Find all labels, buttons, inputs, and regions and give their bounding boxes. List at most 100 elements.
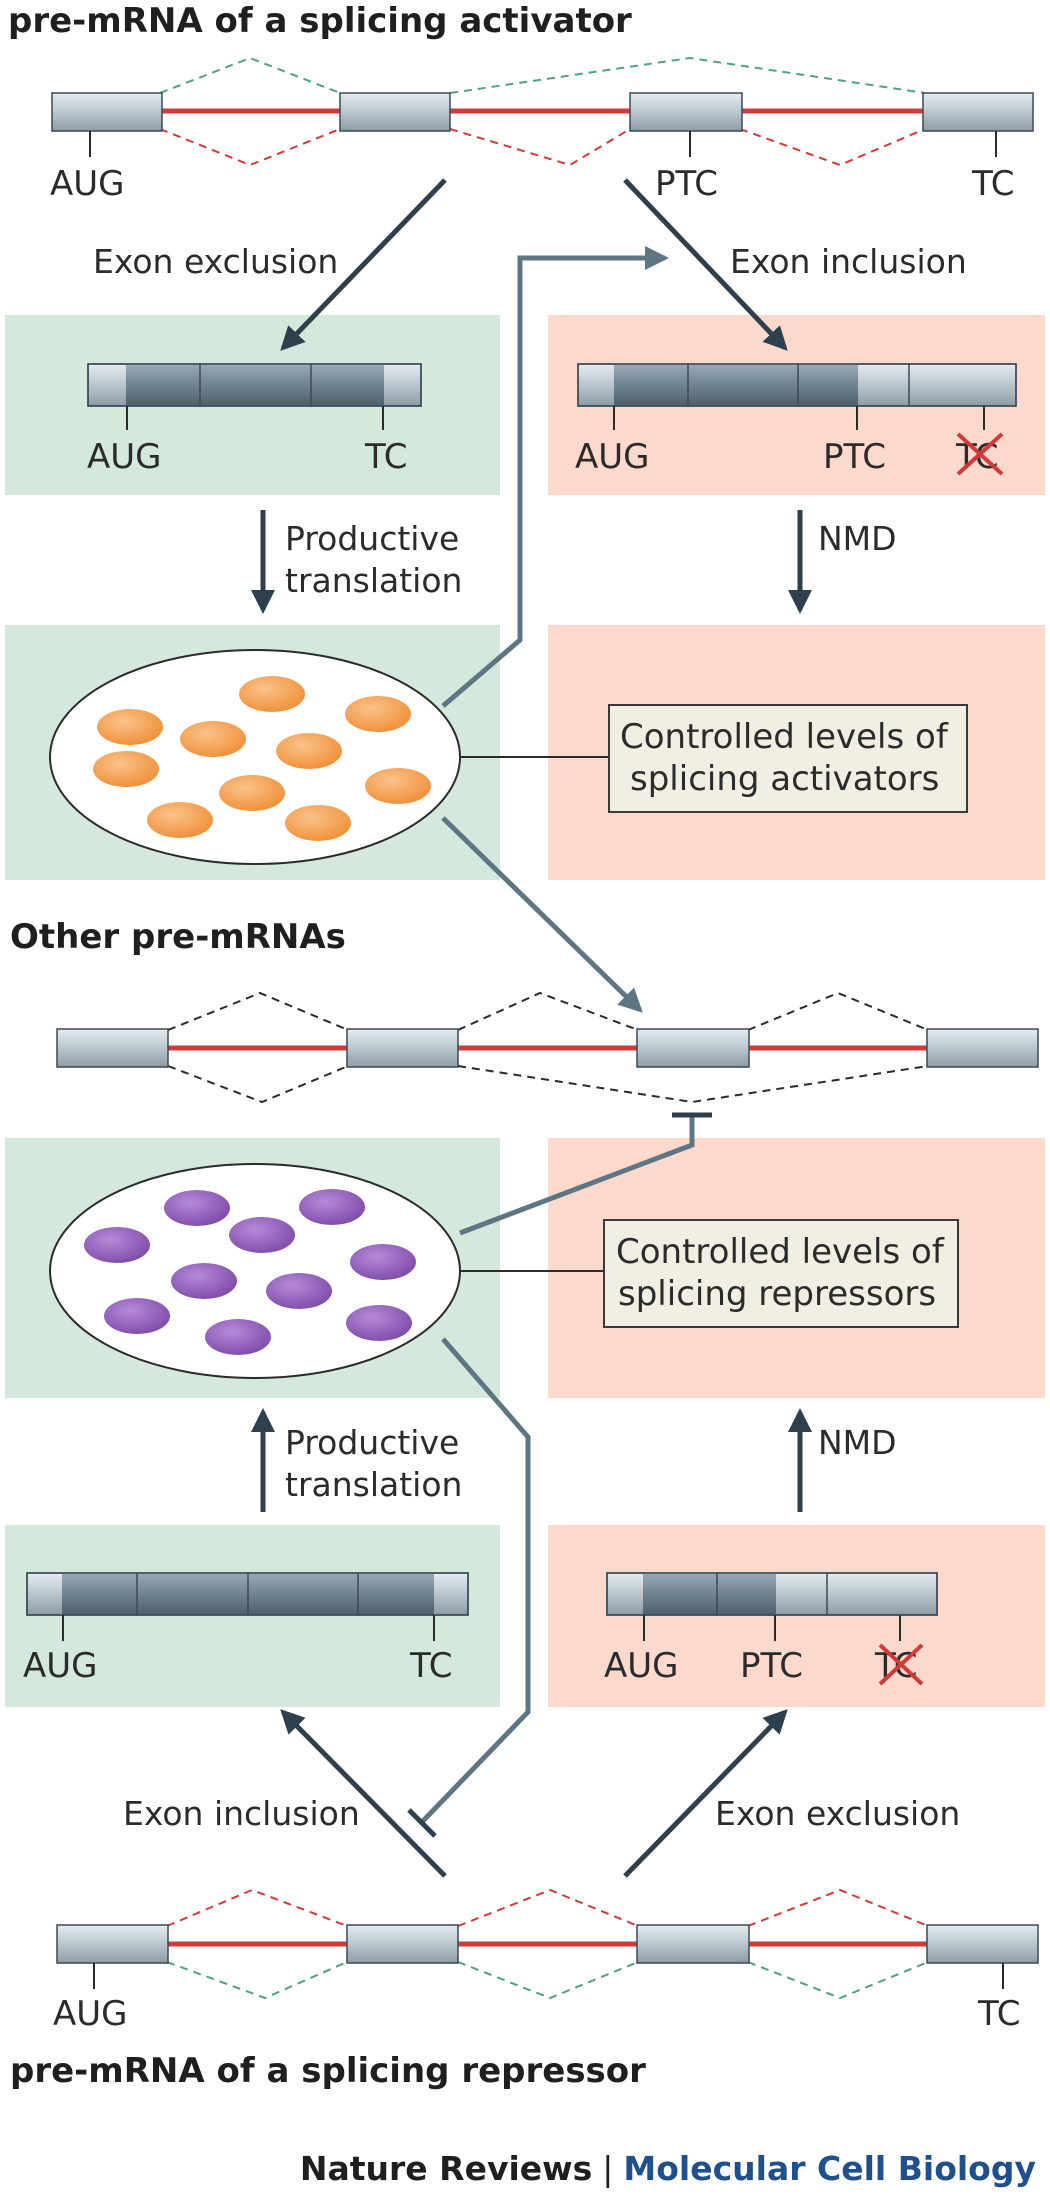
repressor-feedback-line (420, 1337, 531, 1824)
aug-label: AUG (575, 437, 650, 477)
panel-repressor-inclusion (5, 1525, 500, 1707)
ptc-label: PTC (740, 1646, 803, 1686)
exclusion-splice-line (166, 1961, 348, 2000)
exon-poison (629, 92, 743, 132)
exclusion-splice-line (739, 128, 926, 167)
splicing-activator-protein (276, 733, 342, 769)
exon (51, 92, 163, 132)
repressor-inhibition-line (459, 1117, 695, 1236)
activator-productive-mrna: AUG TC (87, 363, 422, 477)
inhibition-bar (407, 1808, 437, 1838)
activator-levels-box: Controlled levels of splicing activators (608, 704, 968, 813)
aug-label: AUG (87, 437, 162, 477)
repressor-premrna: AUG TC (53, 1888, 1039, 2034)
tc-label: TC (364, 437, 408, 477)
tc-label: TC (409, 1646, 453, 1686)
splicing-repressor-protein (229, 1217, 295, 1253)
repressor-protein-pool (49, 1163, 461, 1379)
cross-icon (956, 432, 1004, 476)
splicing-activator-protein (97, 709, 163, 745)
activator-premrna: AUG PTC TC (50, 56, 1034, 204)
splicing-activator-protein (180, 721, 246, 757)
credit-separator: | (602, 2149, 613, 2188)
exon (922, 92, 1034, 132)
exon-inclusion-arrow (280, 1709, 447, 1878)
aug-label: AUG (604, 1646, 679, 1686)
splicing-repressor-protein (205, 1319, 271, 1355)
tc-label: TC (977, 1994, 1021, 2034)
exon-exclusion-arrow (280, 178, 447, 351)
exon (926, 1924, 1039, 1964)
cross-icon (878, 1643, 924, 1686)
inclusion-splice-line (159, 56, 341, 94)
activators-box-line1: Controlled levels of (620, 717, 949, 757)
exclusion-splice-line (747, 1961, 929, 2000)
splicing-activator-protein (285, 805, 351, 841)
repressor-levels-box: Controlled levels of splicing repressors (603, 1219, 959, 1328)
inclusion-splice-line (449, 56, 926, 94)
translation-label: translation (285, 561, 462, 600)
productive-label: Productive (285, 519, 459, 558)
exon-inclusion-label: Exon inclusion (123, 1794, 360, 1833)
splicing-activator-protein (345, 696, 411, 732)
splicing-activator-protein (147, 802, 213, 838)
exon-inclusion-label: Exon inclusion (730, 242, 967, 281)
other-premrna (56, 991, 1039, 1104)
splicing-repressor-protein (299, 1189, 365, 1225)
heading-other-premrnas: Other pre-mRNAs (10, 917, 346, 957)
splicing-repressor-protein (266, 1273, 332, 1309)
exclusion-splice-line (747, 1888, 929, 1927)
splicing-repressor-protein (104, 1298, 170, 1334)
heading-repressor-premrna: pre-mRNA of a splicing repressor (10, 2051, 646, 2091)
exclusion-splice-line (449, 128, 631, 167)
exon-exclusion-label: Exon exclusion (93, 242, 338, 281)
activator-protein-pool (49, 649, 461, 865)
exon (56, 1924, 169, 1964)
splice-line (457, 1065, 929, 1104)
inclusion-splice-line (457, 1888, 639, 1927)
repressor-productive-mrna: AUG TC (23, 1572, 469, 1686)
splice-line (747, 991, 929, 1031)
aug-label: AUG (53, 1994, 128, 2034)
panel-repressor-exclusion (548, 1525, 1045, 1707)
exon (346, 1028, 459, 1068)
translation-label: translation (285, 1465, 462, 1504)
repressors-box-line1: Controlled levels of (616, 1232, 945, 1272)
productive-label: Productive (285, 1423, 459, 1462)
splicing-repressor-protein (164, 1190, 230, 1226)
activators-box-line2: splicing activators (630, 759, 939, 799)
repressor-nmd-mrna: AUG PTC TC (604, 1572, 938, 1686)
exclusion-splice-line (457, 1961, 639, 2000)
activator-nmd-mrna: AUG PTC TC (575, 363, 1017, 477)
ptc-label: PTC (655, 164, 718, 204)
alternative-exon (636, 1028, 750, 1068)
ptc-label: PTC (823, 437, 886, 477)
aug-label: AUG (50, 164, 125, 204)
splice-line (167, 1065, 349, 1104)
journal-name: Nature Reviews (300, 2149, 592, 2188)
splicing-repressor-protein (84, 1227, 150, 1263)
splicing-activator-protein (365, 768, 431, 804)
inclusion-splice-line (166, 1888, 348, 1927)
nmd-label: NMD (818, 519, 897, 558)
tc-label: TC (874, 1646, 918, 1686)
nmd-label: NMD (818, 1423, 897, 1462)
activator-feedback-arrow (441, 246, 669, 708)
journal-section: Molecular Cell Biology (623, 2149, 1036, 2188)
exon (926, 1028, 1039, 1068)
exon (636, 1924, 750, 1964)
splicing-repressor-protein (171, 1263, 237, 1299)
tc-label: TC (971, 164, 1015, 204)
splicing-activator-protein (219, 775, 285, 811)
exon (339, 92, 451, 132)
exon-exclusion-arrow (623, 1709, 788, 1878)
exon (56, 1028, 169, 1068)
splicing-activator-protein (93, 751, 159, 787)
exon-inclusion-arrow (623, 178, 788, 351)
splice-line (457, 991, 639, 1031)
heading-activator-premrna: pre-mRNA of a splicing activator (8, 1, 632, 41)
repressors-box-line2: splicing repressors (618, 1274, 936, 1314)
exon-exclusion-label: Exon exclusion (715, 1794, 960, 1833)
splice-line (167, 991, 349, 1031)
